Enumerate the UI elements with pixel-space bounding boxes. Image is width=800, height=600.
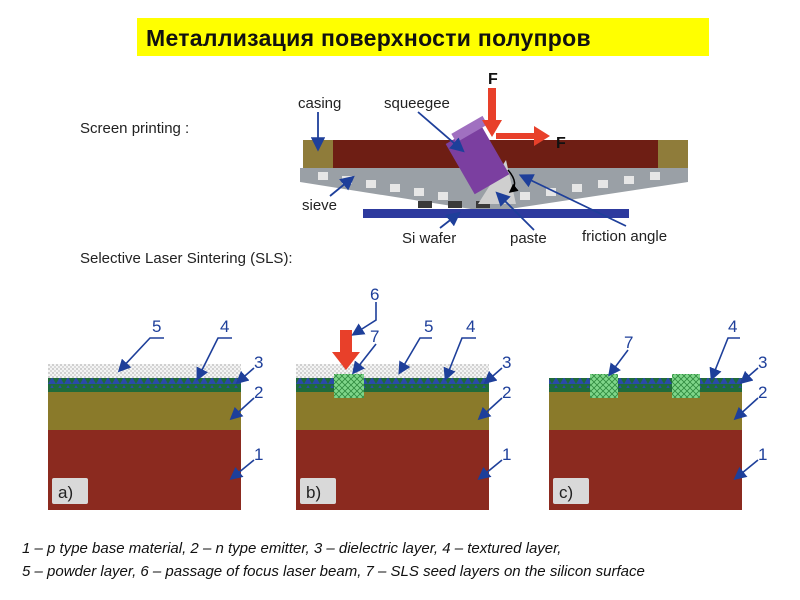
laser-beam-shaft <box>340 330 352 354</box>
emitter-layer <box>549 392 742 430</box>
casing-right <box>658 140 688 168</box>
leader-1a <box>229 459 255 481</box>
si-wafer-leader <box>439 211 461 229</box>
paste-label: paste <box>510 230 547 247</box>
sieve-leader <box>329 175 355 197</box>
squeegee-leader <box>417 111 465 153</box>
textured-layer <box>296 378 489 388</box>
laser-beam-head <box>332 352 360 370</box>
title-cover <box>275 56 735 86</box>
leader-2b <box>477 397 503 421</box>
leader-1c <box>733 459 759 481</box>
sls-seed-layer <box>590 374 618 398</box>
sls-seed-layer <box>672 374 700 398</box>
leader-3c <box>739 367 759 385</box>
panel-letter: c) <box>559 483 573 502</box>
sls-panel-c: c) <box>549 374 742 510</box>
sls-seed-layer <box>334 374 364 398</box>
force-right-arrow-shaft <box>496 133 536 139</box>
panel-letter-box <box>52 478 88 504</box>
dielectric-layer <box>48 388 241 392</box>
leader-2c <box>733 397 759 421</box>
screen-printing-label: Screen printing : <box>80 120 190 137</box>
paste-leader <box>495 191 535 231</box>
dielectric-layer <box>296 388 489 392</box>
sls-diagrams: a) b) c) <box>48 285 767 510</box>
number-3: 3 <box>254 353 263 372</box>
leader-1b <box>477 459 503 481</box>
dielectric-layer <box>549 388 742 392</box>
emitter-layer <box>296 392 489 430</box>
leader-3a <box>235 367 255 385</box>
squeegee-label: squeegee <box>384 95 450 112</box>
number-1: 1 <box>502 445 511 464</box>
number-4: 4 <box>728 317 737 336</box>
number-7: 7 <box>624 333 633 352</box>
leader-2a <box>229 397 255 421</box>
leader-6b <box>351 302 377 336</box>
panel-letter: a) <box>58 483 73 502</box>
leader-4b <box>443 337 476 381</box>
number-7: 7 <box>370 327 379 346</box>
number-2: 2 <box>254 383 263 402</box>
si-wafer-label: Si wafer <box>402 230 456 247</box>
emitter-layer <box>48 392 241 430</box>
number-2: 2 <box>502 383 511 402</box>
number-5: 5 <box>424 317 433 336</box>
force-right-label: F <box>556 135 566 152</box>
force-top-label: F <box>488 71 498 88</box>
friction-angle-leader <box>518 174 627 227</box>
leader-3b <box>483 367 503 385</box>
friction-angle-label: friction angle <box>582 228 667 245</box>
powder-layer <box>48 364 241 380</box>
number-1: 1 <box>254 445 263 464</box>
legend-line-1: 1 – p type base material, 2 – n type emi… <box>22 540 562 557</box>
paste-deposits <box>418 201 490 208</box>
panel-letter-box <box>300 478 336 504</box>
number-3: 3 <box>502 353 511 372</box>
panel-letter: b) <box>306 483 321 502</box>
leader-4a <box>196 337 232 381</box>
powder-layer <box>296 364 489 380</box>
sieve-label: sieve <box>302 197 337 214</box>
leader-7b <box>352 343 377 375</box>
casing-label: casing <box>298 95 341 112</box>
sls-panel-a: a) <box>48 364 241 510</box>
friction-angle-arc <box>507 169 519 193</box>
number-3: 3 <box>758 353 767 372</box>
panel-letter-box <box>553 478 589 504</box>
sls-label: Selective Laser Sintering (SLS): <box>80 250 293 267</box>
leader-4c <box>709 337 740 381</box>
page-title: Металлизация поверхности полупров <box>146 25 591 51</box>
number-4: 4 <box>466 317 475 336</box>
number-2: 2 <box>758 383 767 402</box>
number-5: 5 <box>152 317 161 336</box>
force-top-arrow-head <box>482 120 502 137</box>
sieve-mesh <box>318 172 660 200</box>
number-1: 1 <box>758 445 767 464</box>
title-highlight <box>137 18 709 56</box>
leader-5a <box>117 337 164 373</box>
number-4: 4 <box>220 317 229 336</box>
leader-5b <box>398 337 432 375</box>
textured-layer <box>48 378 241 388</box>
number-6: 6 <box>370 285 379 304</box>
si-wafer <box>363 209 629 218</box>
leader-7c <box>608 349 629 377</box>
screen-printing-diagram: F F casing squeegee sieve Si wafer paste… <box>298 71 688 247</box>
sls-panel-b: b) <box>296 330 489 510</box>
force-right-arrow-head <box>534 126 550 146</box>
textured-layer <box>549 378 742 388</box>
force-top-arrow-shaft <box>488 88 496 122</box>
legend-line-2: 5 – powder layer, 6 – passage of focus l… <box>22 563 645 580</box>
